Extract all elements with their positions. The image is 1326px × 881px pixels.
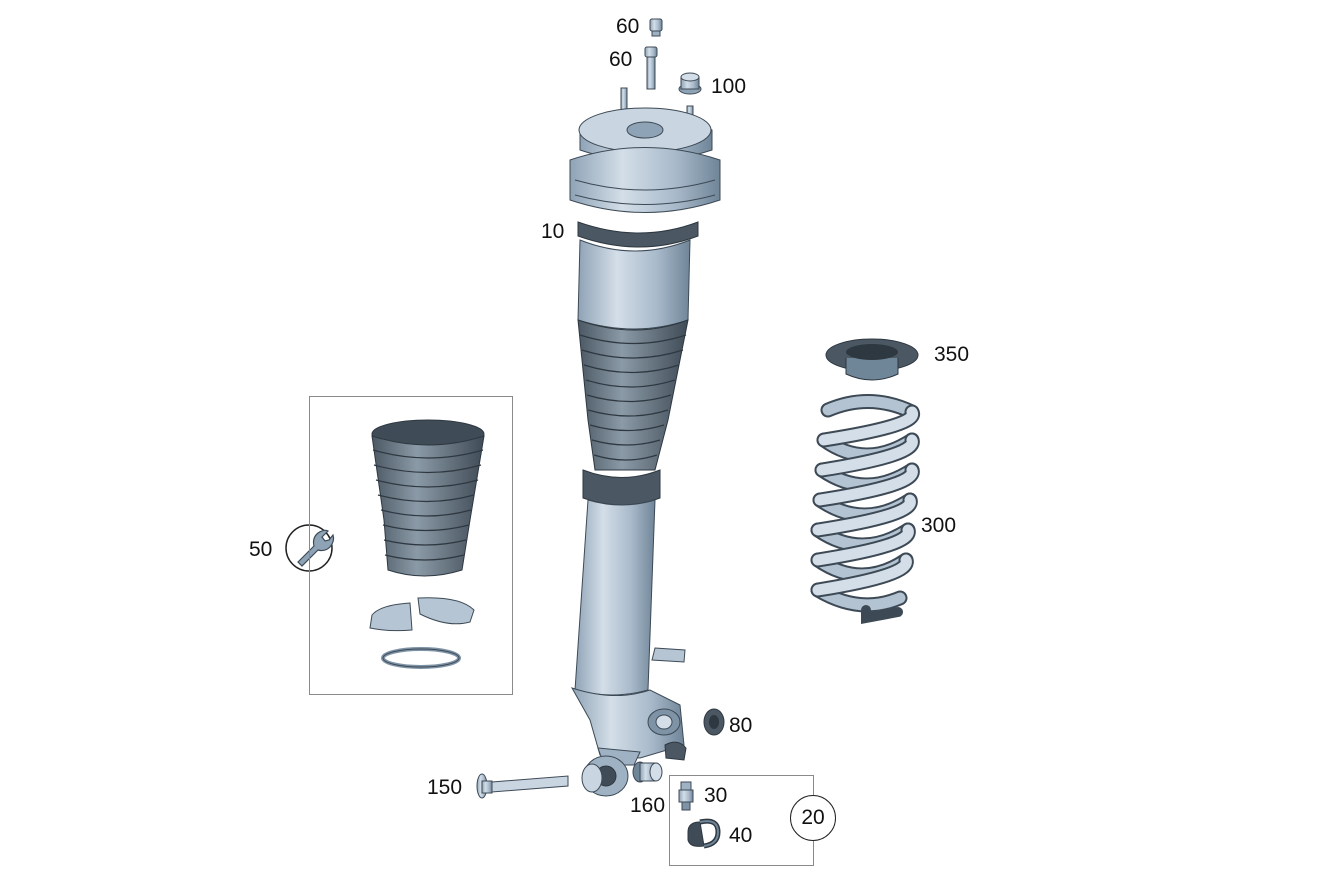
valve-part (678, 781, 694, 811)
top-stud-part (649, 18, 663, 37)
callout-repair-kit: 50 (249, 538, 273, 561)
callout-plug-seal: 80 (729, 714, 753, 737)
repair-kit-hose-clamp-part (381, 647, 461, 669)
callout-bolt: 150 (427, 776, 463, 799)
long-stud-part (644, 46, 658, 90)
callout-valve-kit: 20 (790, 795, 836, 841)
spring-seat-part (825, 338, 919, 381)
repair-kit-box (309, 396, 513, 695)
coil-spring-part (810, 394, 921, 625)
callout-stud-top: 60 (616, 15, 640, 38)
callout-coil-spring: 300 (921, 514, 957, 537)
cap-part (687, 818, 721, 849)
air-strut-part (569, 87, 721, 766)
top-nut-part (678, 72, 702, 95)
bottom-nut-part (632, 761, 663, 783)
callout-stud-long: 60 (609, 48, 633, 71)
bushing-part (581, 755, 629, 797)
repair-kit-clamp-halves-part (369, 597, 475, 632)
plug-seal-part (703, 708, 725, 736)
callout-nut-top: 100 (711, 75, 747, 98)
callout-air-strut: 10 (541, 220, 565, 243)
callout-valve: 30 (704, 784, 728, 807)
callout-nut-bottom: 160 (630, 794, 666, 817)
callout-cap: 40 (729, 824, 753, 847)
bolt-part (476, 773, 569, 799)
repair-kit-bellows-part (371, 419, 485, 577)
callout-spring-seat: 350 (934, 343, 970, 366)
